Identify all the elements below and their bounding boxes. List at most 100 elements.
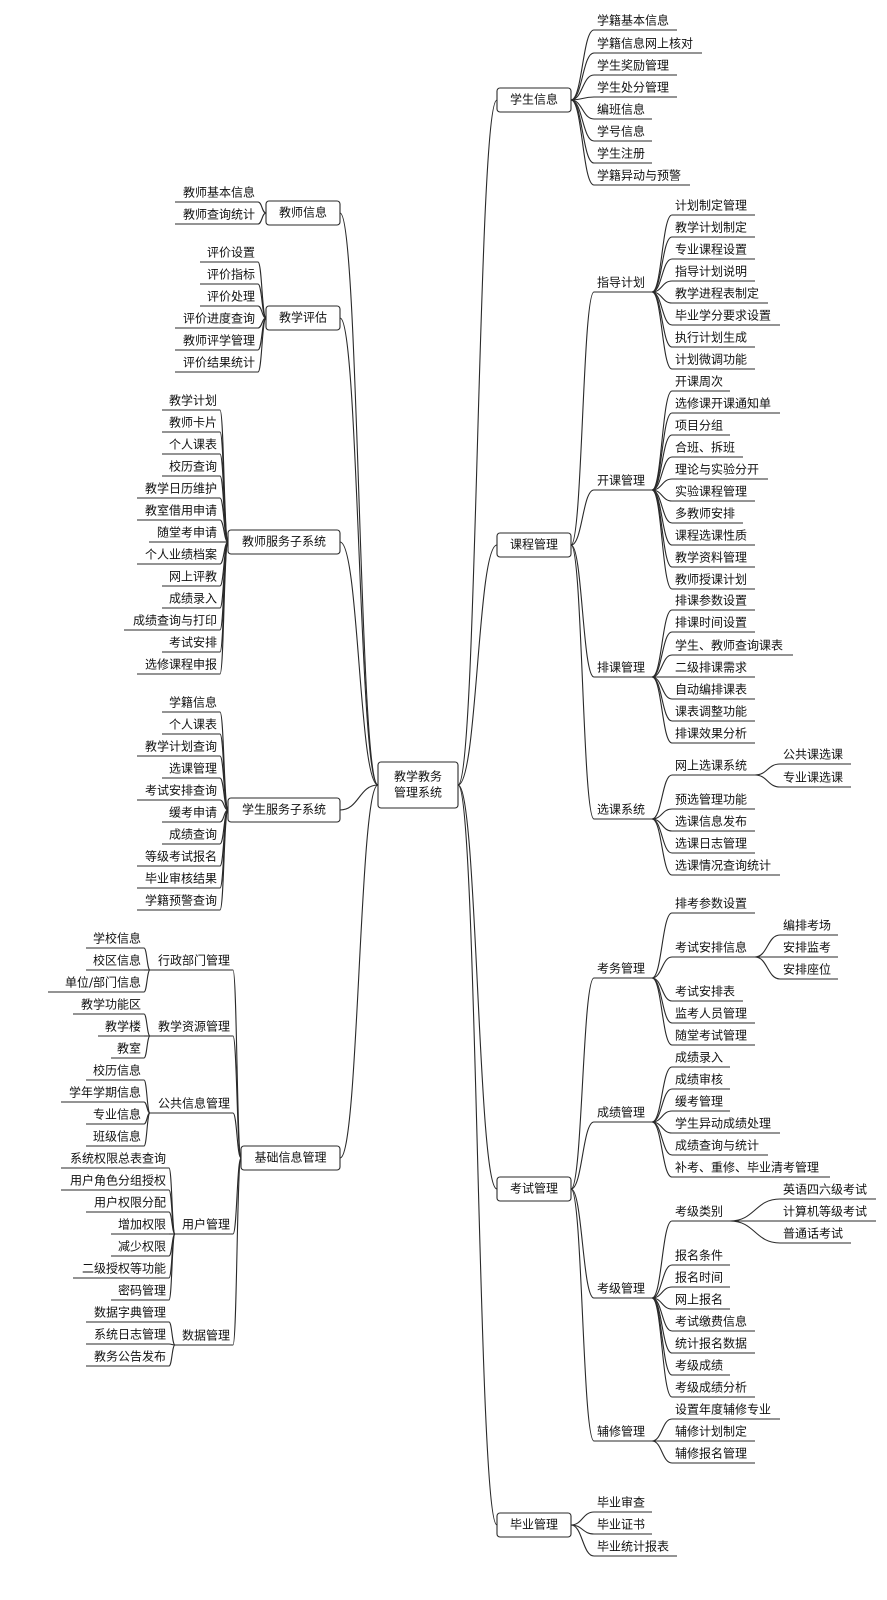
leaf-node: 项目分组 bbox=[675, 419, 723, 433]
leaf-node-level4: 安排监考 bbox=[783, 940, 831, 955]
leaf-node: 学生奖励管理 bbox=[597, 58, 669, 73]
leaf-node-connector bbox=[570, 52, 595, 101]
connector-root-left bbox=[339, 212, 379, 786]
leaf-node: 校区信息 bbox=[93, 953, 141, 968]
branch-node-label: 毕业管理 bbox=[510, 1517, 558, 1532]
leaf-node-connector bbox=[168, 1344, 176, 1367]
leaf-node-connector bbox=[570, 99, 595, 142]
leaf-node: 计划微调功能 bbox=[675, 353, 747, 367]
leaf-node: 学籍基本信息 bbox=[597, 13, 669, 28]
leaf-node: 评价结果统计 bbox=[183, 356, 255, 370]
subbranch-node: 考级管理 bbox=[597, 1281, 645, 1296]
leaf-node: 设置年度辅修专业 bbox=[675, 1402, 771, 1417]
subbranch-node: 排课管理 bbox=[597, 660, 645, 675]
leaf-node: 校历信息 bbox=[93, 1063, 141, 1078]
leaf-node: 自动编排课表 bbox=[675, 682, 747, 697]
leaf-node-connector bbox=[651, 1066, 673, 1123]
leaf-node: 考试安排查询 bbox=[145, 783, 217, 798]
leaf-node: 单位/部门信息 bbox=[65, 975, 141, 990]
leaf-node: 开课周次 bbox=[675, 375, 723, 389]
subbranch-node-connector bbox=[570, 977, 595, 1190]
leaf-node: 课程选课性质 bbox=[675, 528, 747, 543]
branch-node bbox=[227, 529, 341, 555]
leaf-node: 系统日志管理 bbox=[94, 1327, 166, 1342]
subbranch-node-connector bbox=[570, 1188, 595, 1299]
leaf-node: 网上选课系统 bbox=[675, 759, 747, 773]
branch-node-label: 学生服务子系统 bbox=[242, 802, 326, 817]
leaf-node: 考试安排表 bbox=[675, 984, 735, 999]
leaf-node-connector bbox=[651, 1418, 673, 1442]
leaf-node: 增加权限 bbox=[118, 1218, 166, 1232]
leaf-node: 教室借用申请 bbox=[145, 503, 217, 518]
leaf-node-connector bbox=[257, 212, 267, 225]
branch-node-label: 基础信息管理 bbox=[254, 1150, 326, 1165]
subbranch-node-connector bbox=[570, 544, 595, 678]
leaf-node: 缓考申请 bbox=[169, 806, 217, 820]
leaf-node: 理论与实验分开 bbox=[675, 462, 759, 477]
leaf-node: 学籍信息 bbox=[169, 695, 217, 710]
leaf-node: 计划制定管理 bbox=[675, 198, 747, 213]
leaf-node-connector bbox=[651, 977, 673, 1002]
subbranch-node: 用户管理 bbox=[182, 1217, 230, 1232]
subbranch-node: 开课管理 bbox=[597, 473, 645, 488]
leaf-node-connector bbox=[651, 1121, 673, 1178]
leaf-node: 考级成绩分析 bbox=[675, 1381, 747, 1395]
connector-root-left bbox=[339, 784, 379, 811]
leaf-node: 报名时间 bbox=[675, 1270, 723, 1285]
leaf-node-level4-connector bbox=[754, 774, 781, 788]
branch-node bbox=[265, 200, 341, 226]
subbranch-node: 指导计划 bbox=[597, 275, 645, 290]
leaf-node-connector bbox=[219, 519, 229, 543]
leaf-node: 教师查询统计 bbox=[183, 207, 255, 222]
leaf-node: 缓考管理 bbox=[675, 1094, 723, 1109]
leaf-node: 多教师安排 bbox=[675, 506, 735, 521]
leaf-node-connector bbox=[168, 1233, 176, 1301]
leaf-node: 学籍信息网上核对 bbox=[597, 36, 693, 51]
leaf-node-connector bbox=[143, 1013, 151, 1037]
connector-root-left bbox=[339, 541, 379, 786]
leaf-node: 网上报名 bbox=[675, 1292, 723, 1307]
branch-node bbox=[265, 305, 341, 331]
leaf-node: 成绩查询与统计 bbox=[675, 1139, 759, 1153]
leaf-node-connector bbox=[651, 214, 673, 293]
leaf-node: 教室 bbox=[117, 1041, 141, 1056]
leaf-node-connector bbox=[651, 456, 673, 491]
leaf-node-connector bbox=[651, 1286, 673, 1299]
leaf-node: 等级考试报名 bbox=[145, 849, 217, 864]
leaf-node-connector bbox=[570, 74, 595, 101]
leaf-node: 排课效果分析 bbox=[675, 726, 747, 741]
root-node-label: 教学教务 bbox=[394, 769, 442, 784]
leaf-node: 减少权限 bbox=[118, 1240, 166, 1254]
subbranch-node: 行政部门管理 bbox=[158, 953, 230, 968]
leaf-node: 毕业审查 bbox=[597, 1495, 645, 1510]
subbranch-node-connector bbox=[570, 1121, 595, 1190]
leaf-node-connector bbox=[168, 1321, 176, 1346]
leaf-node: 随堂考申请 bbox=[157, 525, 217, 540]
branch-node-label: 考试管理 bbox=[510, 1181, 558, 1196]
leaf-node-connector bbox=[651, 291, 673, 370]
leaf-node: 考试缴费信息 bbox=[675, 1314, 747, 1329]
leaf-node: 教学计划查询 bbox=[145, 739, 217, 754]
leaf-node: 学生注册 bbox=[597, 146, 645, 161]
leaf-node: 考试安排信息 bbox=[675, 940, 747, 955]
leaf-node: 教学楼 bbox=[105, 1019, 141, 1034]
leaf-node-connector bbox=[651, 1220, 673, 1299]
leaf-node: 教师基本信息 bbox=[183, 185, 255, 200]
leaf-node-connector bbox=[219, 733, 229, 811]
leaf-node-connector bbox=[651, 1440, 673, 1464]
leaf-node: 实验课程管理 bbox=[675, 484, 747, 499]
leaf-node: 个人课表 bbox=[169, 718, 217, 732]
leaf-node: 学年学期信息 bbox=[69, 1085, 141, 1100]
leaf-node: 排课参数设置 bbox=[675, 593, 747, 608]
leaf-node-level4: 编排考场 bbox=[783, 918, 831, 933]
leaf-node: 选课管理 bbox=[169, 761, 217, 776]
leaf-node-connector bbox=[143, 1035, 151, 1059]
leaf-node: 用户权限分配 bbox=[94, 1195, 166, 1210]
leaf-node-connector bbox=[651, 1297, 673, 1398]
leaf-node: 评价处理 bbox=[207, 290, 255, 304]
leaf-node: 专业信息 bbox=[93, 1107, 141, 1122]
leaf-node: 教师卡片 bbox=[169, 415, 217, 430]
leaf-node: 毕业统计报表 bbox=[597, 1539, 669, 1554]
leaf-node: 教学进程表制定 bbox=[675, 286, 759, 301]
root-node bbox=[377, 761, 459, 809]
